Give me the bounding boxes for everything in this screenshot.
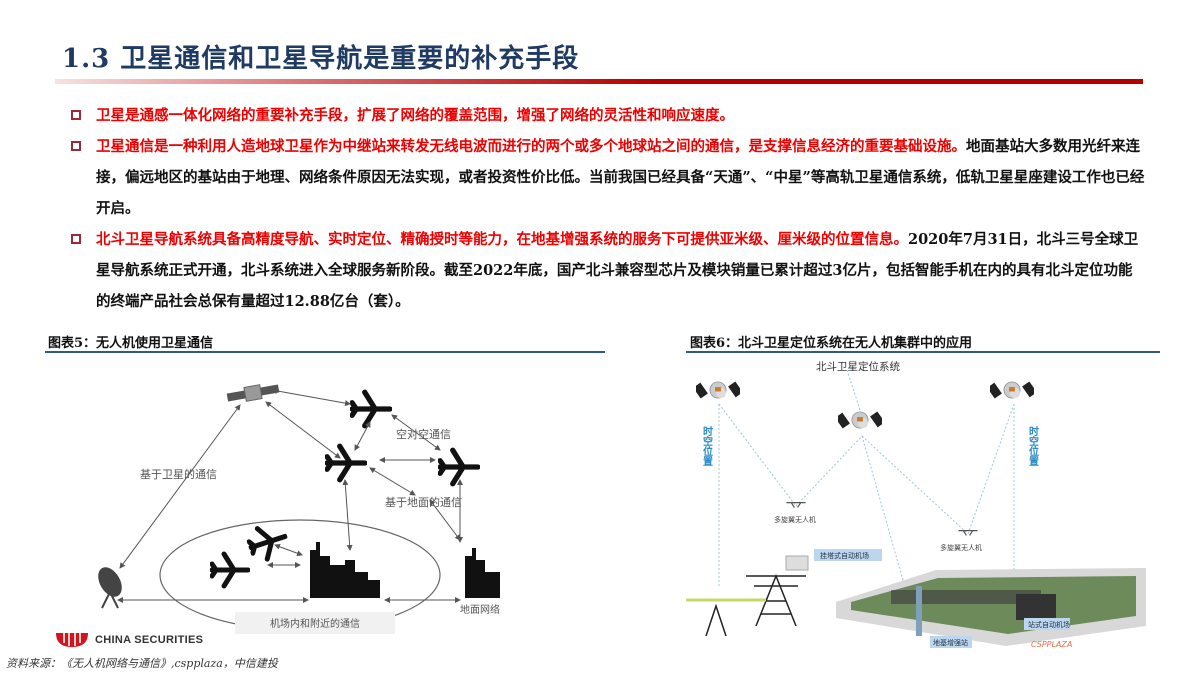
ground-network-label: 地面网络 — [460, 603, 500, 616]
power-tower-icon — [705, 573, 806, 637]
figure5-diagram: 基于卫星的通信 空对空通信 基于地面的通信 机场内和附近的通信 地面网络 — [40, 360, 600, 650]
satellite-icon-center — [838, 411, 882, 429]
figure5-caption-rule — [45, 351, 605, 353]
airplane-icon-3 — [440, 450, 478, 484]
china-securities-logo: CHINA SECURITIES — [55, 633, 203, 647]
figure5-caption: 图表5：无人机使用卫星通信 — [48, 336, 214, 351]
airplane-icon-1 — [352, 392, 390, 426]
bullet-body-text: 2020年7月31日，北斗三号全球卫星导航系统正式开通，北斗系统进入全球服务新阶… — [96, 231, 1139, 310]
station-hangar-label: 站式自动机场 — [1028, 620, 1070, 629]
ground-station-icon — [916, 586, 922, 636]
bullet-highlight-text: 北斗卫星导航系统具备高精度导航、实时定位、精确授时等能力，在地基增强系统的服务下… — [96, 231, 908, 248]
logo-mark-icon — [56, 633, 88, 647]
spacetime-label-right: 时空位置 — [1027, 425, 1039, 466]
figure6-caption: 图表6：北斗卫星定位系统在无人机集群中的应用 — [690, 336, 973, 351]
ground-network-city-icon — [465, 548, 500, 598]
drone-label-2: 多旋翼无人机 — [940, 543, 982, 552]
bullet-list: 卫星是通感一体化网络的重要补充手段，扩展了网络的覆盖范围，增强了网络的灵活性和响… — [66, 100, 1146, 317]
ground-station-label: 地基增强站 — [933, 638, 968, 647]
bullet-highlight-text: 卫星是通感一体化网络的重要补充手段，扩展了网络的覆盖范围，增强了网络的灵活性和响… — [96, 107, 734, 124]
checkbox-bullet-icon — [71, 110, 81, 120]
airport-comm-label: 机场内和附近的通信 — [270, 617, 360, 630]
drone-label-1: 多旋翼无人机 — [774, 515, 816, 524]
airport-city-icon — [310, 542, 380, 598]
satellite-dish-icon — [98, 567, 122, 609]
bullet-highlight-text: 卫星通信是一种利用人造地球卫星作为中继站来转发无线电波而进行的两个或多个地球站之… — [96, 138, 966, 155]
checkbox-bullet-icon — [71, 234, 81, 244]
beidou-system-label: 北斗卫星定位系统 — [816, 360, 900, 373]
title-divider — [55, 79, 1143, 84]
logo-text: CHINA SECURITIES — [95, 634, 204, 646]
satellite-comm-label: 基于卫星的通信 — [140, 467, 217, 481]
ground-comm-label: 基于地面的通信 — [385, 495, 462, 509]
checkbox-bullet-icon — [71, 141, 81, 151]
drone-icon-1 — [785, 501, 807, 509]
substation-image — [836, 568, 1146, 646]
tower-hangar-label: 挂塔式自动机场 — [820, 551, 869, 560]
air-to-air-label: 空对空通信 — [396, 427, 451, 441]
bullet-item-2: 卫星通信是一种利用人造地球卫星作为中继站来转发无线电波而进行的两个或多个地球站之… — [66, 131, 1146, 224]
slide-title: 1.3 卫星通信和卫星导航是重要的补充手段 — [62, 44, 580, 74]
satellite-icon-right — [990, 381, 1034, 399]
airplane-icon-2 — [327, 446, 365, 480]
bullet-item-1: 卫星是通感一体化网络的重要补充手段，扩展了网络的覆盖范围，增强了网络的灵活性和响… — [66, 100, 1146, 131]
figure6-caption-rule — [686, 351, 1160, 353]
satellite-icon-left — [696, 381, 740, 399]
hangar-on-tower — [785, 555, 809, 571]
airplane-icon-5 — [212, 554, 248, 586]
airplane-icon-4 — [246, 521, 290, 563]
bullet-item-3: 北斗卫星导航系统具备高精度导航、实时定位、精确授时等能力，在地基增强系统的服务下… — [66, 224, 1146, 317]
satellite-icon — [226, 384, 280, 402]
spacetime-label-left: 时空位置 — [701, 425, 713, 466]
bullet-body-text: 地面基站大多数用光纤来连接，偏远地区的基站由于地理、网络条件原因无法实现，或者投… — [96, 138, 1145, 217]
cspplaza-watermark: CSPPLAZA — [1031, 640, 1072, 649]
source-note: 资料来源：《无人机网络与通信》,cspplaza，中信建投 — [6, 657, 278, 670]
figure6-diagram: 北斗卫星定位系统 时空位置 时空位置 多旋翼无人机 多旋翼无人机 — [686, 356, 1160, 650]
